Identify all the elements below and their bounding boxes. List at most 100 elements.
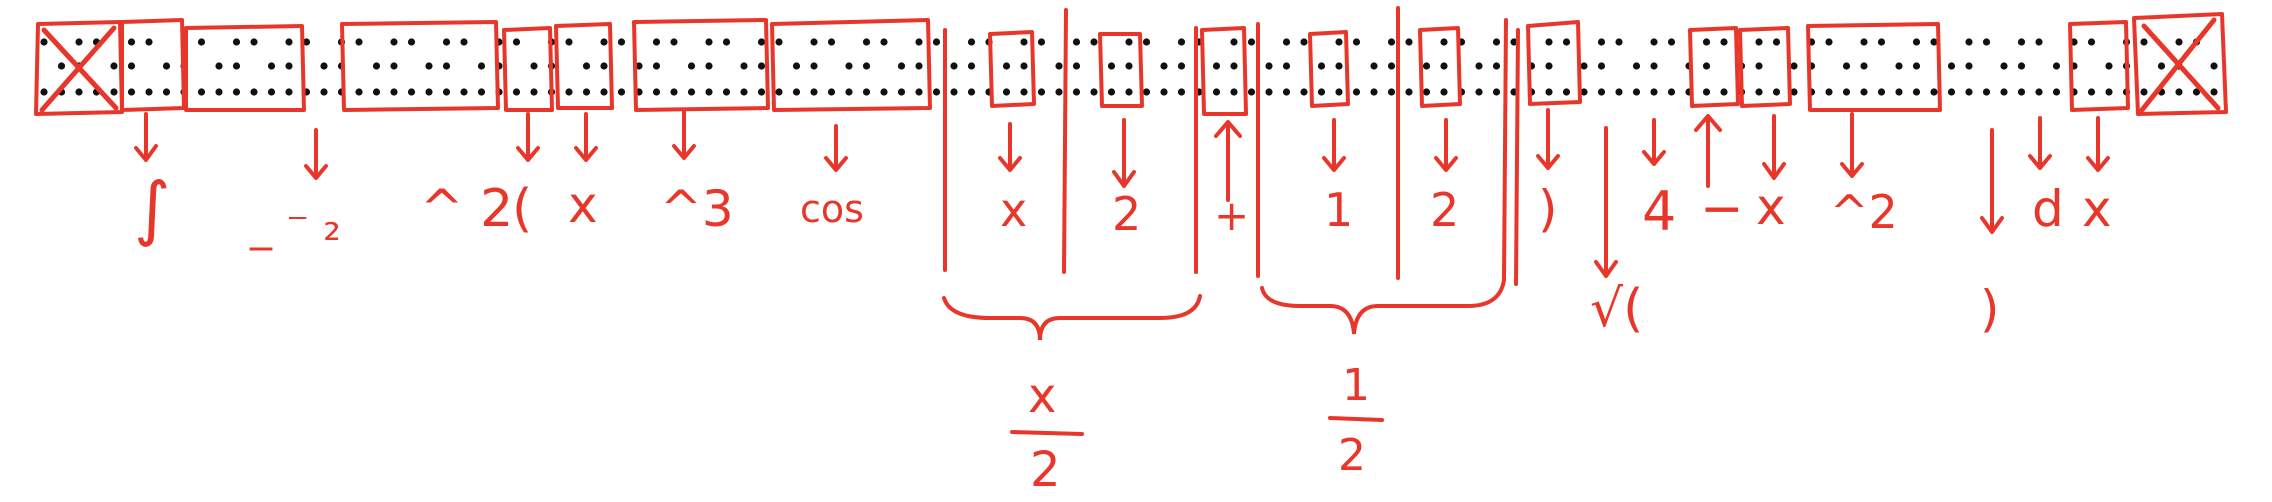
braille-dot xyxy=(932,38,941,46)
braille-dot xyxy=(1562,88,1571,96)
label-upper-limit: ^ 2 xyxy=(420,179,513,239)
braille-dot xyxy=(827,88,836,96)
braille-dot xyxy=(600,38,608,46)
braille-dot xyxy=(1650,38,1658,46)
braille-dot xyxy=(162,62,171,70)
braille-dot xyxy=(565,38,573,46)
braille-dot xyxy=(1545,38,1553,46)
braille-dot xyxy=(705,88,713,96)
braille-dot xyxy=(1125,62,1133,70)
braille-dot xyxy=(582,62,591,70)
braille-dot xyxy=(915,88,923,96)
braille-dot xyxy=(687,88,696,96)
braille-dot xyxy=(670,38,678,46)
braille-dot xyxy=(792,62,801,70)
braille-dot xyxy=(2210,88,2218,96)
braille-dot xyxy=(967,38,976,46)
braille-dot xyxy=(915,62,923,70)
braille-dot xyxy=(670,88,678,96)
braille-dot xyxy=(600,62,608,70)
braille-dot xyxy=(1510,38,1518,46)
braille-dot xyxy=(1772,38,1781,46)
braille-dot xyxy=(1177,62,1186,70)
braille-dot xyxy=(1895,88,1903,96)
braille-dot xyxy=(1107,62,1116,70)
braille-dot xyxy=(1632,88,1641,96)
braille-dot xyxy=(1492,88,1501,96)
box-pow3 xyxy=(632,18,770,112)
braille-dot xyxy=(1982,88,1991,96)
braille-dot xyxy=(915,38,923,46)
braille-dot xyxy=(1667,38,1676,46)
braille-dot xyxy=(1667,88,1676,96)
braille-dot xyxy=(880,38,888,46)
braille-dot xyxy=(932,88,941,96)
braille-dot xyxy=(2017,38,2026,46)
braille-dot xyxy=(1020,62,1028,70)
braille-dot xyxy=(2000,62,2008,70)
fraction-result-2-denominator: 2 xyxy=(1338,430,1366,481)
braille-dot xyxy=(1370,62,1378,70)
braille-dot xyxy=(1002,88,1011,96)
fraction-result-1-denominator: 2 xyxy=(1030,442,1061,498)
braille-dot xyxy=(617,88,626,96)
braille-dot xyxy=(880,88,888,96)
braille-dot xyxy=(1562,38,1571,46)
braille-dot xyxy=(1142,38,1151,46)
braille-dot xyxy=(1860,88,1868,96)
braille-dot xyxy=(1212,62,1221,70)
brace-second-fraction xyxy=(1260,278,1506,335)
braille-dot xyxy=(1755,62,1763,70)
braille-dot xyxy=(950,62,958,70)
braille-dot xyxy=(1440,62,1448,70)
braille-dot xyxy=(810,38,818,46)
braille-dot xyxy=(2087,38,2096,46)
braille-dot xyxy=(1072,62,1081,70)
braille-dot xyxy=(477,88,486,96)
braille-dot xyxy=(442,88,451,96)
label-d: d xyxy=(2032,180,2064,238)
braille-dot xyxy=(2175,38,2183,46)
box-open-paren xyxy=(502,26,554,112)
braille-dot xyxy=(1475,88,1483,96)
braille-dot xyxy=(197,88,206,96)
label-minus: − xyxy=(1700,179,1744,239)
fraction-braces xyxy=(942,278,1506,341)
braille-dot xyxy=(1755,88,1763,96)
braille-dot xyxy=(1860,62,1868,70)
braille-dot xyxy=(1230,38,1238,46)
braille-dot xyxy=(320,88,328,96)
braille-dot xyxy=(302,38,311,46)
label-fraction-1: 1 xyxy=(1324,183,1353,237)
fraction-separators xyxy=(943,6,1520,286)
braille-dot xyxy=(617,38,626,46)
braille-dot xyxy=(1965,62,1973,70)
braille-dot xyxy=(407,88,416,96)
braille-dot xyxy=(1107,88,1116,96)
braille-dot xyxy=(1702,88,1711,96)
braille-dot xyxy=(127,62,136,70)
braille-dot xyxy=(1947,62,1956,70)
braille-dot xyxy=(1492,62,1501,70)
braille-dot xyxy=(810,88,818,96)
label-four: 4 xyxy=(1642,180,1676,243)
braille-dot xyxy=(1982,38,1991,46)
braille-dot xyxy=(862,38,871,46)
label-x2: x xyxy=(1756,178,1786,236)
braille-dot xyxy=(1702,38,1711,46)
braille-dot xyxy=(1790,62,1798,70)
braille-dot xyxy=(2017,62,2026,70)
braille-dot xyxy=(2210,62,2218,70)
braille-dot xyxy=(442,38,451,46)
braille-dot xyxy=(1282,62,1291,70)
braille-dot xyxy=(862,62,871,70)
braille-dot xyxy=(372,88,381,96)
braille-dot xyxy=(827,38,836,46)
braille-dot xyxy=(1335,88,1343,96)
label-x3: x xyxy=(2082,180,2112,238)
braille-dot xyxy=(110,62,118,70)
braille-dot xyxy=(757,88,766,96)
braille-dot xyxy=(215,88,223,96)
box-close-paren xyxy=(1526,20,1582,106)
